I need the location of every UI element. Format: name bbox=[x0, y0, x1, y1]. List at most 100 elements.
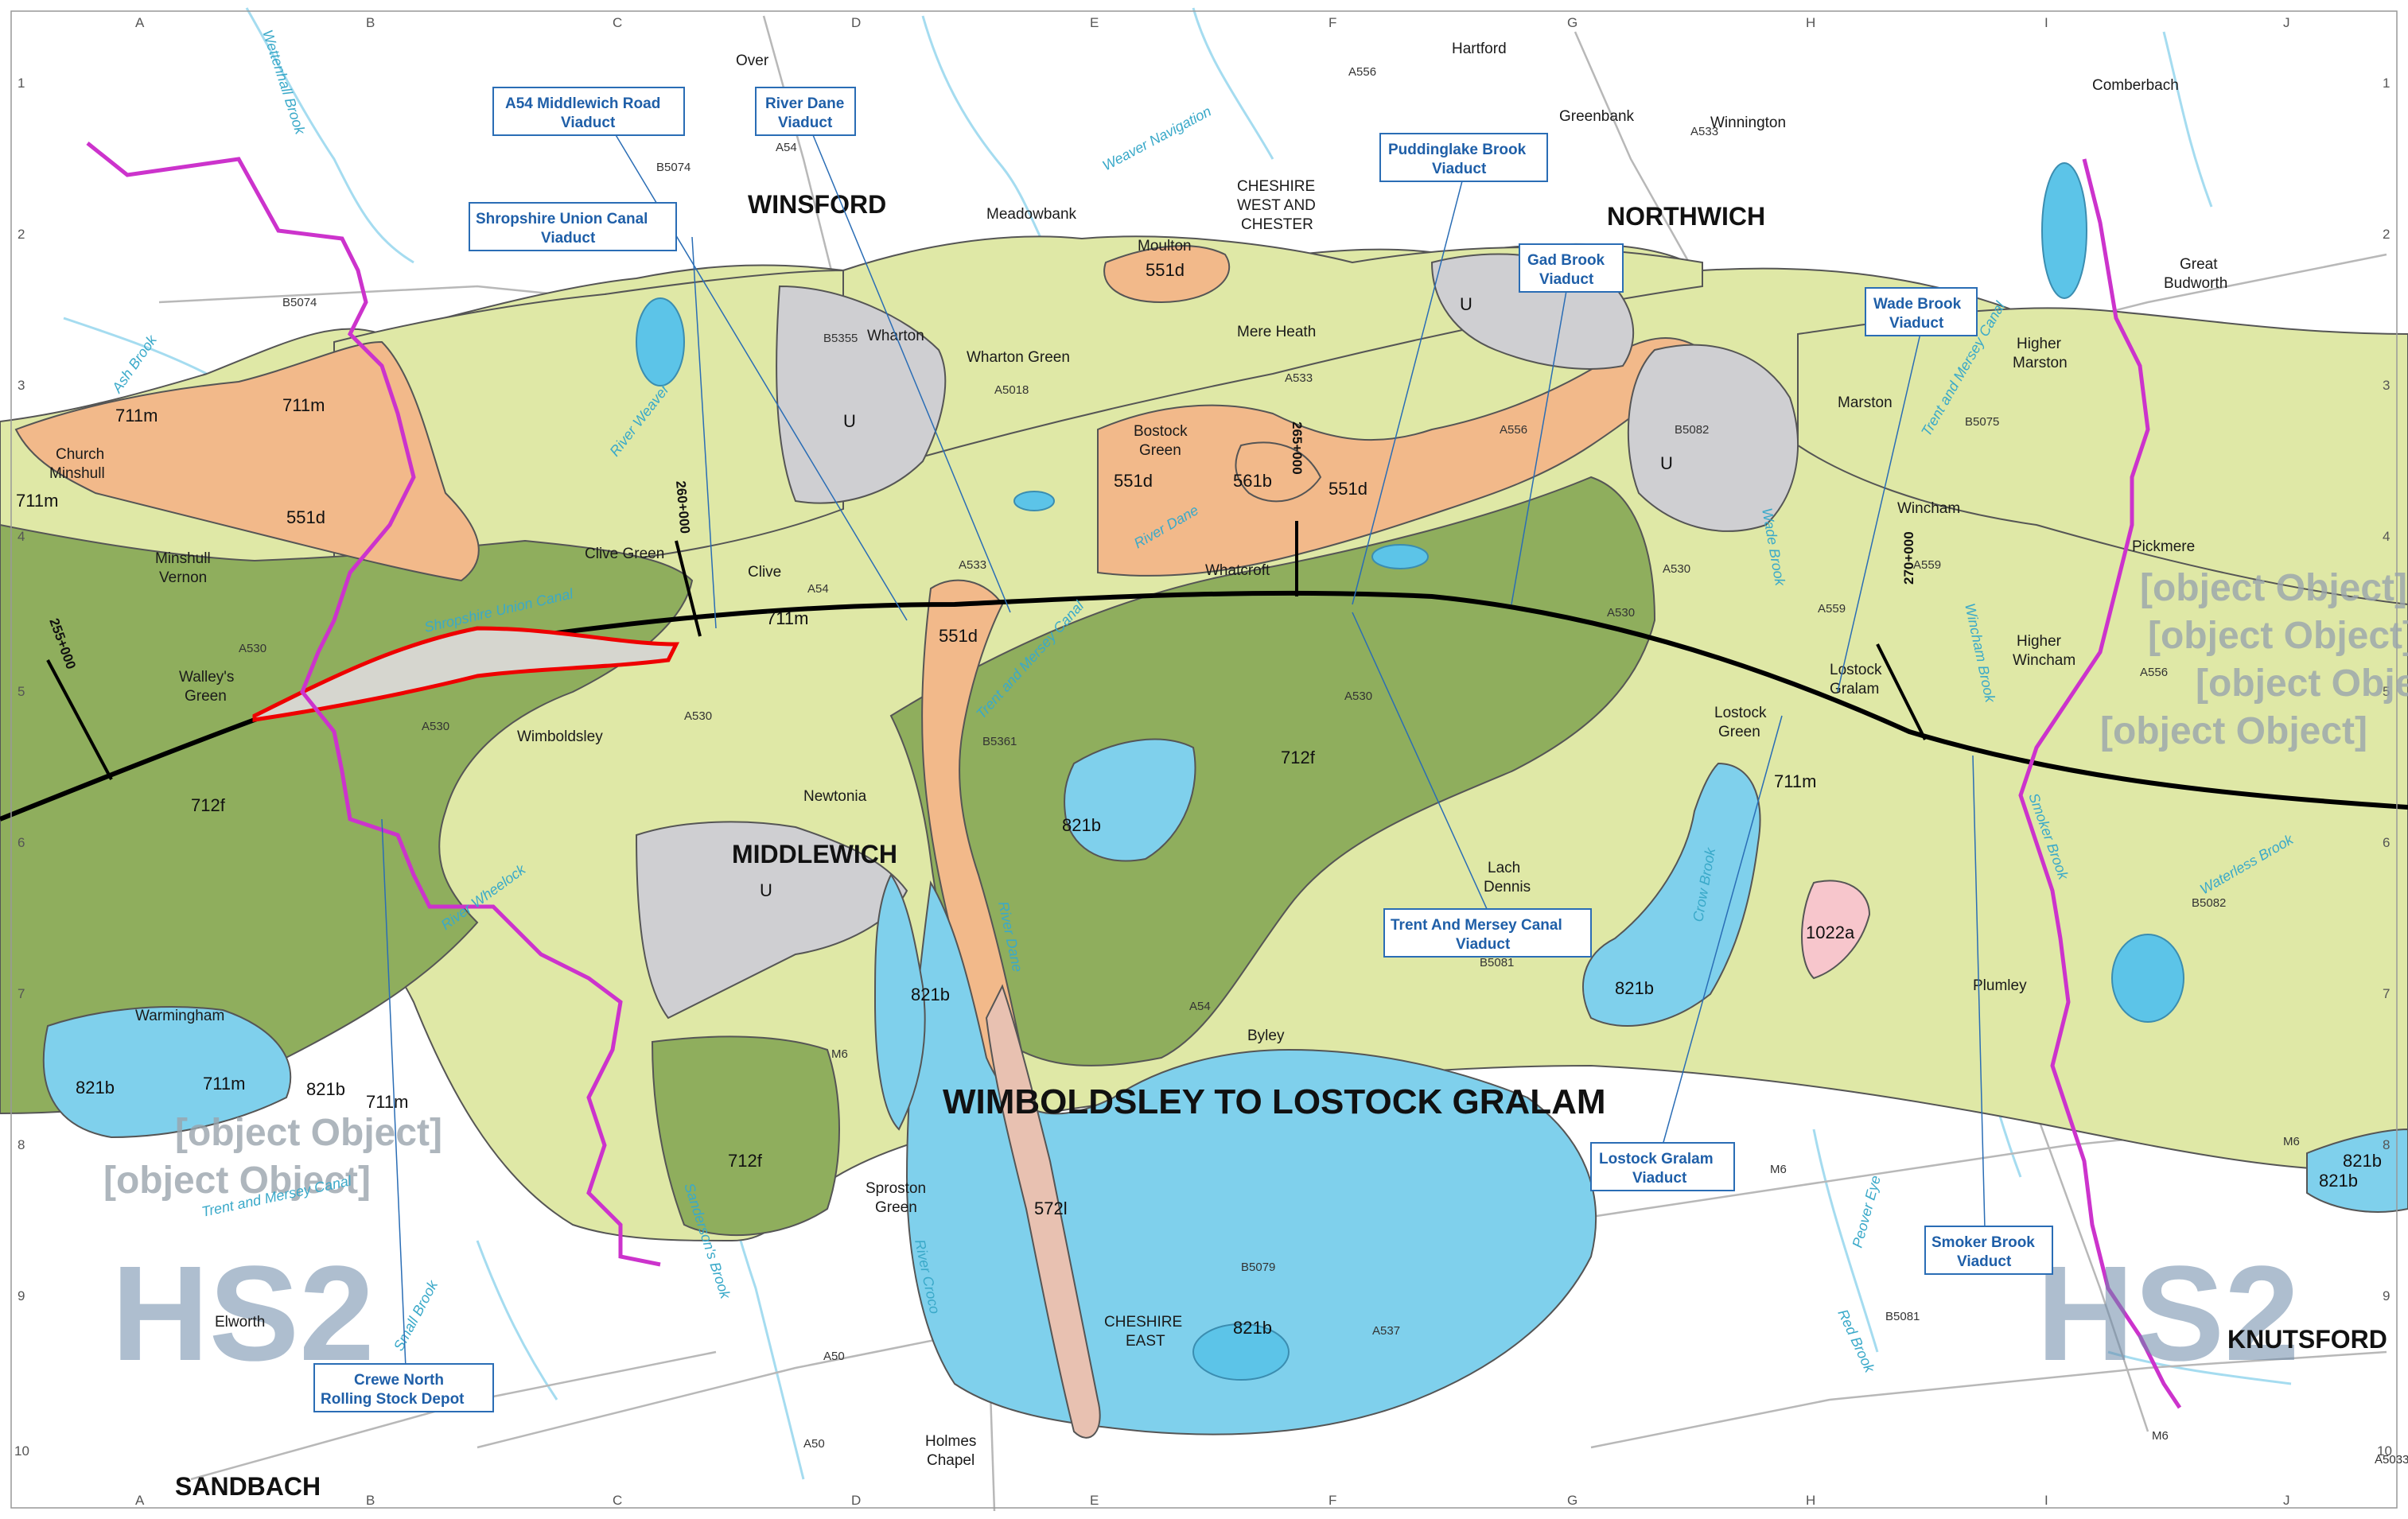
grid-col-label: B bbox=[366, 1493, 375, 1508]
depot-boundary bbox=[252, 626, 680, 722]
callout-shropshire-viaduct: Shropshire Union Canal Viaduct bbox=[469, 202, 677, 251]
grid-row-label: 4 bbox=[2383, 529, 2390, 544]
place-label: Lostock bbox=[1714, 705, 1767, 721]
place-label: Comberbach bbox=[2092, 77, 2179, 94]
grid-row-label: 7 bbox=[2383, 986, 2390, 1001]
road-label: A50 bbox=[803, 1437, 825, 1451]
area-label: [object Object] bbox=[2100, 710, 2367, 752]
place-label: Lostock bbox=[1830, 662, 1882, 678]
callout-puddinglake-viaduct: Puddinglake Brook Viaduct bbox=[1379, 133, 1548, 182]
grid-col-label: G bbox=[1567, 15, 1577, 30]
zone-label: 551d bbox=[286, 507, 325, 527]
zone-label: 711m bbox=[203, 1074, 245, 1094]
callout-text: Shropshire Union Canal bbox=[476, 211, 648, 227]
zone-label: U bbox=[843, 411, 856, 431]
grid-col-label: C bbox=[613, 15, 622, 30]
grid-col-label: E bbox=[1090, 1493, 1099, 1508]
zone-label: 711m bbox=[16, 491, 58, 511]
zone-label: U bbox=[1460, 294, 1472, 314]
road-label: B5361 bbox=[982, 735, 1017, 748]
road-label: B5074 bbox=[282, 296, 317, 309]
grid-row-label: 2 bbox=[18, 227, 25, 242]
callout-text: Viaduct bbox=[541, 230, 596, 247]
zone-711m-east-upper bbox=[1797, 307, 2408, 606]
chainage-ticks bbox=[46, 521, 1927, 780]
road-label: A559 bbox=[1818, 602, 1846, 616]
road-label: A530 bbox=[1344, 690, 1372, 703]
grid-row-label: 5 bbox=[2383, 684, 2390, 699]
road-label: A54 bbox=[776, 141, 797, 154]
road-label: B5081 bbox=[1480, 956, 1514, 969]
zone-label: 711m bbox=[766, 608, 808, 628]
place-label: Green bbox=[185, 688, 227, 705]
zone-label: 821b bbox=[1233, 1318, 1272, 1338]
callout-gad-brook-viaduct: Gad Brook Viaduct bbox=[1519, 243, 1624, 293]
zone-urban-rudheath bbox=[1627, 344, 1799, 532]
zone-label: U bbox=[1660, 453, 1673, 473]
grid-col-label: H bbox=[1806, 15, 1815, 30]
place-label: Mere Heath bbox=[1237, 324, 1316, 340]
road-label: B5079 bbox=[1241, 1261, 1275, 1274]
grid-row-label: 10 bbox=[14, 1443, 29, 1459]
grid-row-label: 9 bbox=[18, 1288, 25, 1303]
place-label: EAST bbox=[1126, 1333, 1165, 1350]
road-label: A533 bbox=[1690, 125, 1718, 138]
road-label: A530 bbox=[422, 720, 449, 733]
callout-text: Crewe North bbox=[354, 1372, 444, 1389]
area-label: [object Object] bbox=[2140, 567, 2407, 609]
zone-821b-central bbox=[905, 880, 1597, 1435]
road-label: A530 bbox=[239, 642, 266, 655]
place-label: Minshull bbox=[49, 465, 105, 482]
place-label: Greenbank bbox=[1559, 108, 1635, 125]
callout-trent-mersey-viaduct: Trent And Mersey Canal Viaduct bbox=[1383, 908, 1592, 958]
place-label: Great bbox=[2180, 256, 2218, 273]
zone-label: 821b bbox=[2343, 1151, 2382, 1171]
chainage-label: 270+000 bbox=[1901, 531, 1916, 585]
grid-col-label: F bbox=[1328, 15, 1336, 30]
grid-col-label: E bbox=[1090, 15, 1099, 30]
zone-572l bbox=[985, 984, 1101, 1439]
callout-text: River Dane bbox=[765, 95, 844, 112]
place-label: Vernon bbox=[159, 569, 207, 586]
road-label: A530 bbox=[1663, 562, 1690, 576]
place-label: Meadowbank bbox=[986, 206, 1077, 223]
callout-crewe-north-depot: Crewe North Rolling Stock Depot bbox=[313, 1363, 494, 1412]
chainage-label: 265+000 bbox=[1290, 422, 1305, 475]
zone-561b bbox=[1235, 441, 1322, 503]
place-label: Green bbox=[1718, 724, 1760, 740]
callout-text: Rolling Stock Depot bbox=[321, 1391, 465, 1408]
place-label: Plumley bbox=[1973, 977, 2027, 994]
callout-text: A54 Middlewich Road bbox=[505, 95, 660, 112]
zone-label: 561b bbox=[1233, 471, 1272, 491]
callout-a54-viaduct: A54 Middlewich Road Viaduct bbox=[492, 87, 685, 136]
callout-text: Lostock Gralam bbox=[1599, 1151, 1714, 1167]
zone-label: 711m bbox=[1774, 771, 1816, 791]
road-label: M6 bbox=[2152, 1429, 2169, 1443]
place-label: Green bbox=[1139, 442, 1181, 459]
road-label: A533 bbox=[959, 558, 986, 572]
road-label: B5082 bbox=[2192, 896, 2226, 910]
zone-712f-southwest bbox=[651, 1035, 840, 1237]
grid-col-label: H bbox=[1806, 1493, 1815, 1508]
place-label: Wharton Green bbox=[967, 349, 1070, 366]
zone-label: 821b bbox=[76, 1078, 115, 1097]
grid-column-labels: A B C D E F G H I J bbox=[135, 15, 2290, 30]
place-label: Marston bbox=[1838, 394, 1893, 411]
zone-label: 551d bbox=[1114, 471, 1153, 491]
grid-col-label: I bbox=[2044, 15, 2048, 30]
grid-col-label: A bbox=[135, 1493, 145, 1508]
callout-text: Viaduct bbox=[1432, 161, 1487, 177]
zone-821b-dane-valley bbox=[873, 873, 926, 1131]
zone-label: 551d bbox=[939, 626, 978, 646]
place-label: Wimboldsley bbox=[517, 728, 603, 745]
grid-row-label: 9 bbox=[2383, 1288, 2390, 1303]
road-label: B5081 bbox=[1885, 1310, 1920, 1323]
callout-smoker-brook-viaduct: Smoker Brook Viaduct bbox=[1924, 1226, 2053, 1275]
grid-col-label: F bbox=[1328, 1493, 1336, 1508]
callout-text: Viaduct bbox=[778, 115, 833, 131]
road-label: A533 bbox=[1285, 371, 1313, 385]
callout-river-dane-viaduct: River Dane Viaduct bbox=[755, 87, 856, 136]
callout-text: Smoker Brook bbox=[1931, 1234, 2035, 1251]
zone-label: 572l bbox=[1034, 1198, 1068, 1218]
zone-821b-east bbox=[2306, 1128, 2408, 1213]
